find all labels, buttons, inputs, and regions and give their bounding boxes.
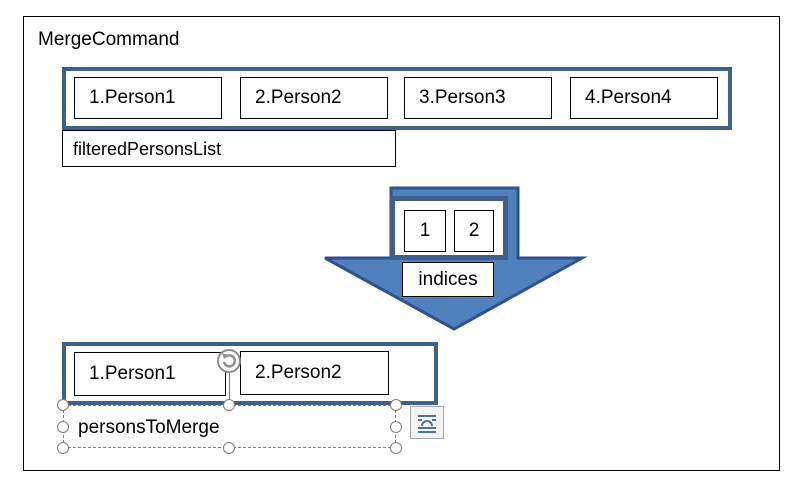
filtered-person-2: 2.Person2 <box>240 77 388 119</box>
resize-handle-top-left[interactable] <box>57 399 69 411</box>
resize-handle-top-right[interactable] <box>390 399 402 411</box>
resize-handle-top-center[interactable] <box>223 399 235 411</box>
index-2: 2 <box>454 210 494 252</box>
layout-options-icon <box>418 415 436 433</box>
filtered-persons-caption: filteredPersonsList <box>62 130 396 167</box>
indices-caption: indices <box>402 262 494 297</box>
index-1: 1 <box>404 210 446 252</box>
persons-to-merge-caption: personsToMerge <box>78 417 220 438</box>
resize-handle-middle-left[interactable] <box>57 421 69 433</box>
rotate-handle-icon[interactable] <box>216 348 242 374</box>
filtered-person-4: 4.Person4 <box>570 77 718 119</box>
merge-person-1: 1.Person1 <box>74 352 226 396</box>
filtered-person-1: 1.Person1 <box>74 77 222 119</box>
layout-options-button[interactable] <box>410 406 444 439</box>
filtered-person-3: 3.Person3 <box>404 77 552 119</box>
resize-handle-bottom-center[interactable] <box>223 442 235 454</box>
merge-person-2: 2.Person2 <box>240 351 389 395</box>
resize-handle-bottom-right[interactable] <box>390 442 402 454</box>
resize-handle-bottom-left[interactable] <box>57 442 69 454</box>
diagram-title: MergeCommand <box>38 29 180 50</box>
resize-handle-middle-right[interactable] <box>390 421 402 433</box>
rotate-handle-stem <box>229 372 230 400</box>
